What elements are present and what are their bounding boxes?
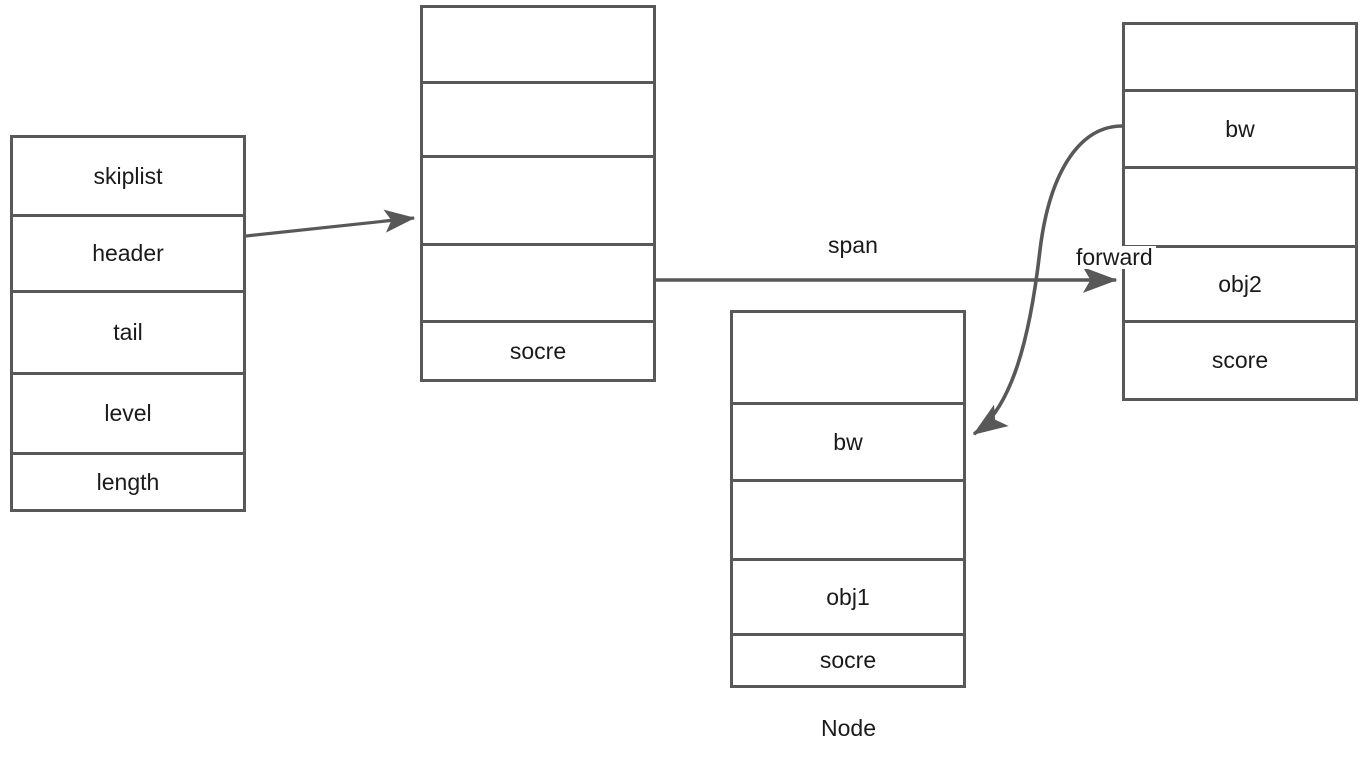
field-header-obj [423, 246, 653, 323]
header-node-struct: socre [420, 5, 656, 382]
connector-header-pointer [245, 209, 416, 238]
connector-backward-arrow [972, 124, 1123, 436]
field-length: length [96, 468, 160, 495]
field-obj2-score: score [1211, 347, 1269, 373]
field-header: header [13, 217, 243, 293]
forward-label: forward [1073, 246, 1156, 269]
field-obj2-obj: obj2 [1125, 248, 1355, 323]
field-tail: tail [13, 293, 243, 375]
field-level: level [13, 375, 243, 455]
field-node-socre: socre [819, 647, 877, 673]
field-node-obj1: obj1 [733, 561, 963, 636]
span-label: span [825, 234, 881, 257]
field-node-span [733, 482, 963, 561]
field-node-level [733, 313, 963, 405]
field-header-level1 [423, 158, 653, 246]
field-header-level2 [423, 84, 653, 158]
field-node-bw: bw [733, 405, 963, 482]
field-skiplist: skiplist [13, 138, 243, 217]
skiplist-struct: skiplist header tail level length [10, 135, 246, 512]
field-header-socre: socre [509, 337, 567, 364]
field-obj2-span [1125, 169, 1355, 248]
field-obj2-level [1125, 25, 1355, 92]
field-obj2-bw: bw [1125, 92, 1355, 169]
node-struct: bw obj1 socre [730, 310, 966, 688]
node-caption: Node [821, 715, 876, 741]
obj2-node-struct: bw obj2 score [1122, 22, 1358, 401]
field-header-level3 [423, 8, 653, 84]
